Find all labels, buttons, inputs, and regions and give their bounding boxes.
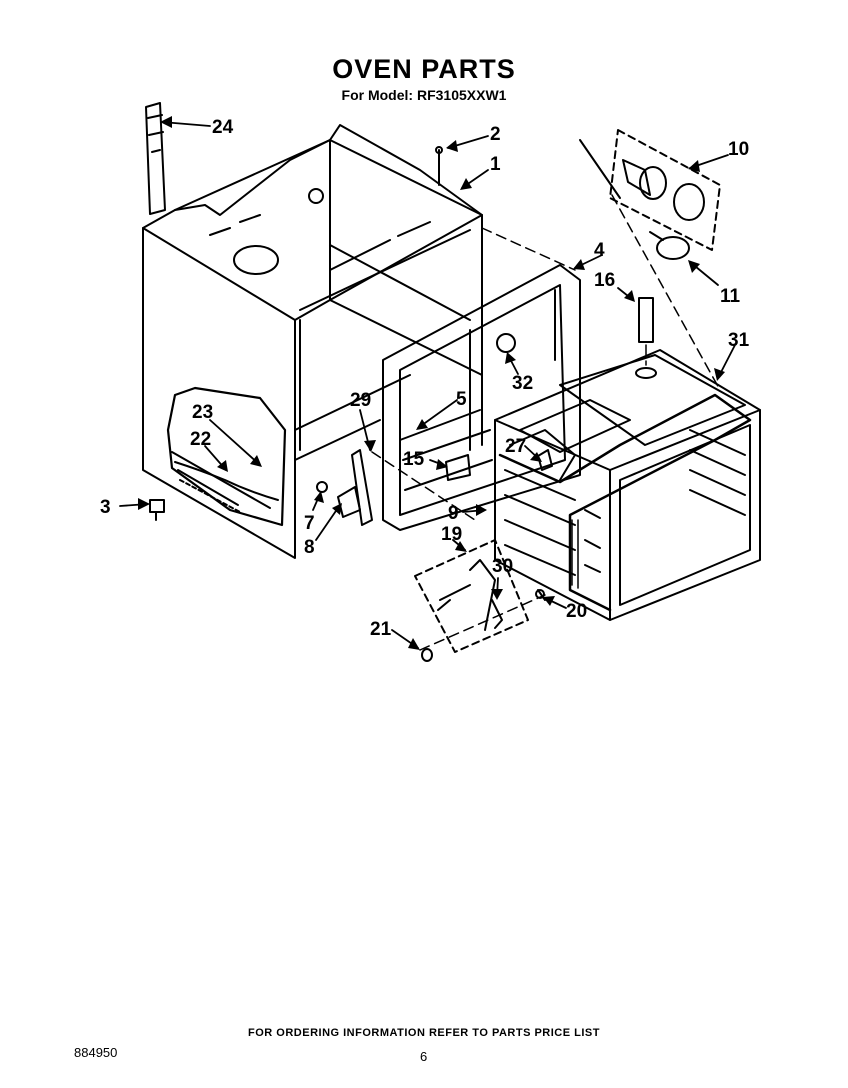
document-number: 884950: [74, 1045, 118, 1060]
callout-31: 31: [728, 330, 750, 351]
callout-24: 24: [212, 117, 234, 138]
callout-4: 4: [594, 240, 605, 261]
callout-23: 23: [192, 402, 213, 423]
oven-liner-drawing: [494, 349, 761, 621]
callout-30: 30: [492, 556, 513, 577]
model-subtitle: For Model: RF3105XXW1: [341, 87, 507, 103]
callout-27: 27: [505, 436, 526, 457]
callout-15: 15: [403, 449, 425, 470]
callout-2: 2: [490, 124, 501, 145]
callout-labels: 24 2 1 10 4 16 11 31 32 29 5 23 22 15 27…: [100, 117, 750, 640]
arrowheads: [138, 116, 725, 650]
callout-21: 21: [370, 619, 392, 640]
callout-20: 20: [566, 601, 587, 622]
oven-cabinet-drawing: [142, 102, 483, 559]
callout-29: 29: [350, 390, 371, 411]
callout-3: 3: [100, 497, 111, 518]
page-number: 6: [420, 1049, 428, 1064]
callout-22: 22: [190, 429, 211, 450]
oven-light-assembly-drawing: [579, 129, 721, 260]
small-parts-drawing: [149, 146, 657, 662]
callout-11: 11: [720, 286, 741, 307]
callout-1: 1: [490, 154, 501, 175]
callout-10: 10: [728, 139, 749, 160]
leader-lines: [119, 121, 736, 649]
callout-8: 8: [304, 537, 315, 558]
callout-5: 5: [456, 389, 467, 410]
oven-frame-drawing: [382, 264, 581, 531]
callout-32: 32: [512, 373, 533, 394]
callout-19: 19: [441, 524, 462, 545]
ordering-info-footer: FOR ORDERING INFORMATION REFER TO PARTS …: [248, 1027, 600, 1039]
explode-lines: [371, 194, 721, 651]
callout-7: 7: [304, 513, 315, 534]
page-title: OVEN PARTS: [332, 54, 516, 84]
callout-16: 16: [594, 270, 615, 291]
callout-9: 9: [448, 503, 459, 524]
